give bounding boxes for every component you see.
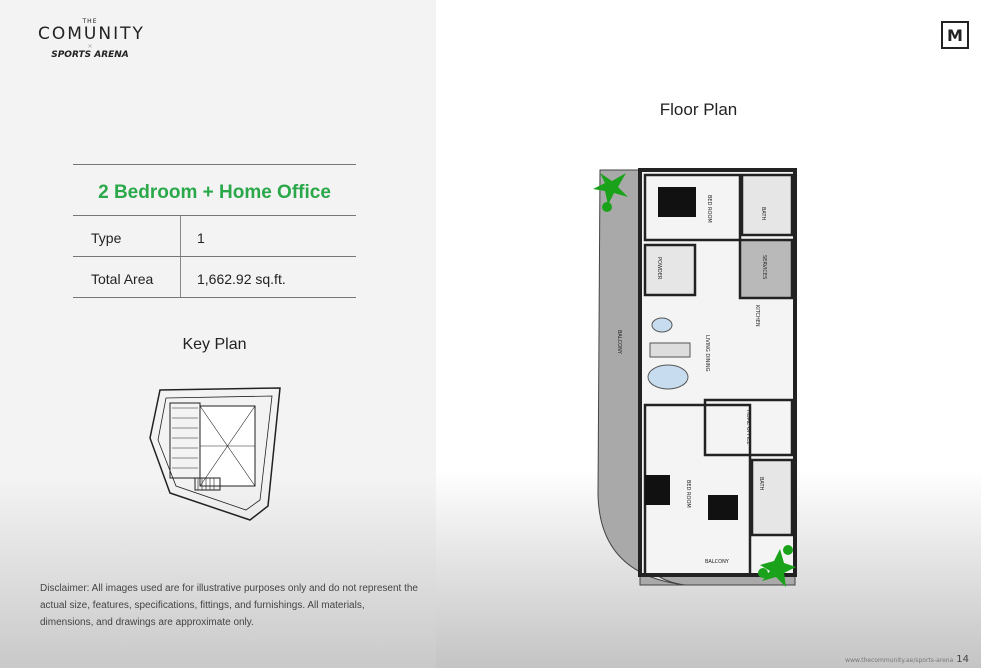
room-label-services: SERVICES (761, 255, 767, 279)
key-plan-title: Key Plan (182, 336, 247, 353)
room-label-balcony-bottom: BALCONY (705, 559, 730, 565)
logo-partner: SPORTS ARENA (51, 50, 129, 60)
community-logo: THE COMUNITY × SPORTS ARENA (38, 18, 145, 60)
room-label-powder: POWDER (656, 257, 662, 280)
plant-icon (593, 173, 796, 587)
table-row: Total Area 1,662.92 sq.ft. (73, 257, 356, 298)
room-label-kitchen: KITCHEN (754, 305, 760, 327)
footer-url: www.thecommunity.ae/sports-arena (845, 657, 954, 664)
room-label-bedroom2: BED ROOM (685, 480, 691, 508)
table-row: Type 1 (73, 216, 356, 257)
logo-x: × (87, 43, 93, 50)
room-label-office: HOME OFFICE (745, 410, 751, 445)
unit-title: 2 Bedroom + Home Office (73, 165, 356, 216)
unit-table: 2 Bedroom + Home Office Type 1 Total Are… (73, 164, 356, 298)
room-label-balcony-side: BALCONY (616, 330, 622, 355)
key-plan-drawing (149, 387, 281, 521)
row-value: 1 (197, 230, 205, 246)
room-label-bath2: BATH (758, 477, 764, 491)
room-label-bedroom1: BED ROOM (706, 195, 712, 223)
room-label-bath1: BATH (760, 207, 766, 221)
monogram-logo: M (941, 21, 969, 49)
row-label: Total Area (73, 257, 181, 297)
info-panel (0, 0, 436, 668)
floor-plan-drawing: BED ROOM BATH POWDER SERVICES KITCHEN LI… (593, 168, 797, 587)
floor-plan-title: Floor Plan (659, 100, 738, 119)
room-label-living: LIVING DINING (704, 335, 710, 372)
page-number: 14 (956, 654, 969, 665)
row-value: 1,662.92 sq.ft. (197, 271, 286, 287)
row-label: Type (73, 216, 181, 256)
disclaimer: Disclaimer: All images used are for illu… (40, 583, 418, 628)
logo-name: COMUNITY (38, 24, 145, 44)
logo-the: THE (82, 18, 98, 25)
